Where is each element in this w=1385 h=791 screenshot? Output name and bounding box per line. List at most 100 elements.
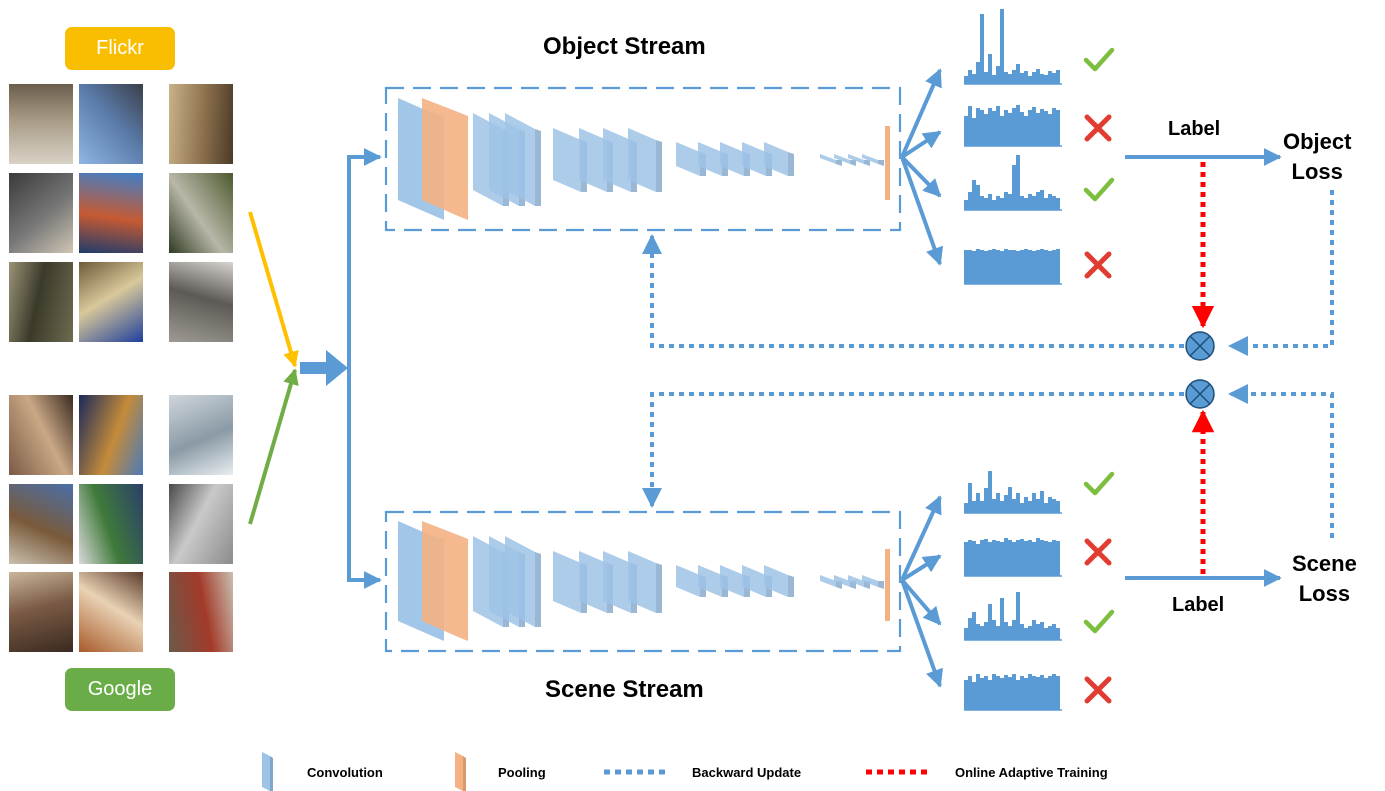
histogram-bar [984,622,988,640]
histogram-bar [996,676,1000,710]
histogram-bar [1000,198,1004,210]
conv-layer [579,551,607,613]
check-icon [1083,609,1115,634]
output-arrow [900,578,942,626]
histogram-bar [1004,192,1008,210]
scene-stream-title: Scene Stream [545,676,704,703]
histogram-bar [1048,542,1052,576]
histogram-bar [964,76,968,84]
histogram-bar [996,196,1000,210]
histogram-bar [976,185,980,210]
pool-layer [885,549,890,621]
output-arrow [900,579,944,688]
histogram-bar [1052,73,1056,84]
histogram-bar [1056,541,1060,576]
histogram-bar [996,106,1000,146]
histogram-bar [1016,155,1020,210]
histogram-bar [964,680,968,710]
histogram-bar [1024,497,1028,513]
histogram-bar [1052,624,1056,640]
conv-layer-side [788,152,794,176]
check-icon [1083,47,1115,72]
histogram-bar [1048,676,1052,710]
histogram-bar [1012,620,1016,640]
histogram-bar [1024,628,1028,640]
output-arrow [900,495,942,581]
histogram-bar [1012,499,1016,513]
conv-layer [505,536,535,627]
histogram-bar [1008,487,1012,513]
histogram-bar [968,618,972,640]
histogram-bar [1032,620,1036,640]
histogram-bar [988,108,992,146]
histogram-bar [1008,113,1012,146]
object-output-arrows [900,68,944,266]
histogram-bar [1040,675,1044,710]
prediction-histograms [964,9,1062,711]
histogram-bar [980,196,984,210]
conv-layer [764,142,788,176]
flickr-badge: Flickr [65,27,175,70]
histogram-bar [988,471,992,513]
histogram-bar [1044,75,1048,84]
thumbnail-image [9,572,73,652]
thumbnail-image [9,173,73,253]
conv-layer [848,575,864,587]
histogram-bar [1032,542,1036,576]
histogram-bar [1036,250,1040,284]
histogram-bar [1040,540,1044,576]
histogram-bar [996,626,1000,640]
pool-layer [885,126,890,200]
cross-icon [1084,676,1112,704]
histogram-bar [1028,250,1032,284]
histogram-bar [1012,108,1016,146]
histogram-bar [1000,678,1004,710]
histogram-bar [1024,116,1028,146]
histogram-bar [1020,112,1024,146]
scene-stream-network [398,521,890,641]
histogram-bar [1040,622,1044,640]
conv-layer [820,575,836,587]
histogram-bar [1008,194,1012,210]
histogram-bar [1000,116,1004,146]
histogram-bar [968,540,972,576]
object-loss-line1: Object [1283,129,1352,154]
histogram-bar [964,542,968,576]
scene-loss-line1: Scene [1292,551,1357,576]
conv-layer [628,128,656,192]
cross-icon [1084,114,1112,142]
histogram-bar [1028,540,1032,576]
scene-stream-box [384,510,902,653]
histogram-bar [1040,109,1044,146]
histogram-bar [976,493,980,513]
object-loss: Object Loss [1283,127,1351,187]
histogram-bar [1024,198,1028,210]
histogram-bar [1016,493,1020,513]
object-loss-backward [1228,190,1334,356]
thumbnail-image [169,173,233,253]
split-arrow-object [347,148,382,368]
scene-backward-update [642,392,1184,508]
histogram-bar [968,192,972,210]
google-badge: Google [65,668,175,711]
histogram-bar [1028,501,1032,513]
histogram-bar [1000,251,1004,284]
histogram-bar [1036,113,1040,146]
histogram-bar [968,70,972,84]
conv-layer [603,551,631,613]
conv-layer [628,551,656,613]
split-arrow-scene [347,368,382,589]
conv-layer [848,154,864,164]
thumbnail-image [79,484,143,564]
histogram-bar [980,501,984,513]
histogram-bar [1012,542,1016,576]
histogram-bar [1004,249,1008,284]
conv-layer-side [535,129,541,206]
histogram-bar [1020,250,1024,284]
histogram-bar [1000,9,1004,84]
thumbnail-image [9,262,73,342]
histogram-bar [1048,71,1052,84]
conv-layer-side [656,563,662,613]
histogram-bar [1052,250,1056,284]
histogram-bar [1028,76,1032,84]
